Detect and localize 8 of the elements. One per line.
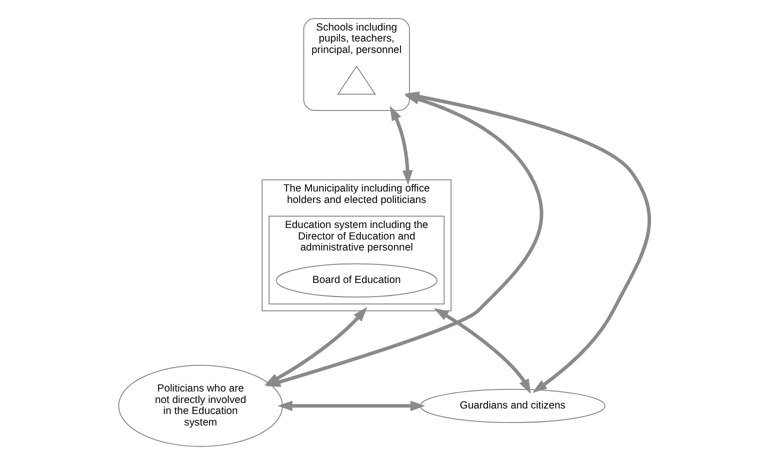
arrow [389, 106, 412, 186]
node-ellipse: Board of Education [275, 263, 437, 298]
arrow [433, 308, 530, 394]
arrow [277, 400, 425, 412]
node-triangle [336, 65, 376, 95]
arrow [264, 306, 367, 386]
node-ellipse: Guardians and citizens [419, 388, 605, 423]
cluster: Schools including pupils, teachers, principal, personnel [302, 18, 410, 111]
